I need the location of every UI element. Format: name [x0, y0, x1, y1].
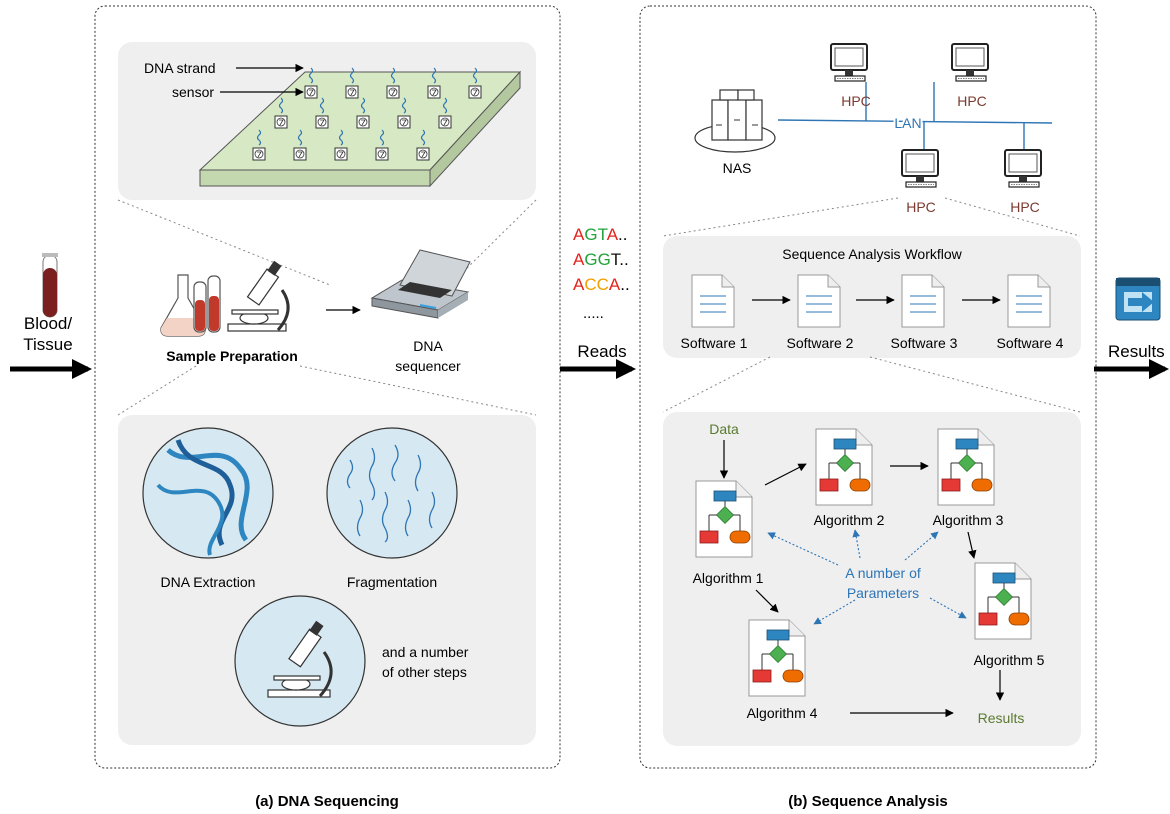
read-line: ACCA.. — [573, 275, 630, 294]
zoom-line — [117, 199, 331, 286]
hpc-computer-icon — [901, 149, 939, 188]
algorithm-flow-arrow — [764, 463, 807, 486]
algorithm-icon — [974, 562, 1032, 640]
dna-strand-label: DNA strand — [144, 60, 216, 76]
input-label-line2: Tissue — [23, 335, 72, 354]
hpc-label: HPC — [957, 93, 987, 109]
software-label: Software 2 — [787, 335, 854, 351]
hpc-label: HPC — [841, 93, 871, 109]
data-label: Data — [709, 421, 739, 437]
software-doc-icon — [797, 274, 841, 328]
software-doc-icon — [901, 274, 945, 328]
other-steps-label-1: and a number — [382, 644, 469, 660]
algorithm-label: Algorithm 4 — [747, 705, 818, 721]
software-doc-icon — [1007, 274, 1051, 328]
algorithm-icon — [748, 619, 806, 697]
dna-extraction-label: DNA Extraction — [161, 574, 256, 590]
panel-a-caption: (a) DNA Sequencing — [255, 793, 399, 810]
algorithm-icon — [815, 428, 873, 506]
lan-network-lines — [777, 82, 1053, 150]
workflow-title: Sequence Analysis Workflow — [782, 246, 962, 262]
blood-tube-icon — [42, 253, 58, 318]
parameters-label-1: A number of — [845, 565, 921, 581]
algorithm-label: Algorithm 3 — [933, 512, 1004, 528]
lab-flasks-icon — [160, 274, 221, 337]
zoom-line — [459, 199, 537, 276]
microscope-step-icon — [234, 595, 366, 727]
lan-label: LAN — [894, 115, 921, 131]
hpc-label: HPC — [1010, 199, 1040, 215]
algorithm-label: Algorithm 5 — [974, 652, 1045, 668]
parameters-label-2: Parameters — [847, 585, 919, 601]
zoom-line — [944, 197, 1081, 237]
microscope-icon — [227, 260, 290, 332]
results-export-icon — [1115, 277, 1161, 321]
algorithm-label: Algorithm 2 — [814, 512, 885, 528]
output-results-label: Results — [1108, 342, 1165, 361]
software-doc-icon — [691, 274, 735, 328]
sequencer-label-1: DNA — [413, 338, 443, 354]
sequencer-label-2: sequencer — [395, 358, 461, 374]
zoom-line — [869, 356, 1081, 413]
parameter-arrows — [767, 529, 967, 625]
panel-a-frame — [94, 5, 561, 769]
nas-server-icon — [694, 89, 776, 153]
dna-sequencer-icon — [370, 249, 471, 319]
read-line: AGTA.. — [573, 225, 628, 244]
sample-prep-label: Sample Preparation — [166, 348, 298, 364]
results-inner-label: Results — [978, 710, 1025, 726]
sensor-chip-illustration — [198, 67, 522, 188]
hpc-computer-icon — [951, 43, 989, 82]
hpc-label: HPC — [906, 199, 936, 215]
workflow-panel — [663, 236, 1081, 358]
input-label-line1: Blood/ — [24, 314, 72, 333]
software-label: Software 4 — [997, 335, 1064, 351]
zoom-line — [117, 365, 197, 416]
read-line: AGGT.. — [573, 250, 629, 269]
dna-helix-icon — [142, 427, 274, 559]
software-label: Software 1 — [681, 335, 748, 351]
reads-sequence-list: AGTA.. AGGT.. ACCA.. ..... — [573, 225, 630, 322]
algorithm-icon — [695, 480, 753, 558]
sensor-label: sensor — [172, 84, 214, 100]
fragmentation-icon — [326, 427, 458, 559]
fragmentation-label: Fragmentation — [347, 574, 437, 590]
software-label: Software 3 — [891, 335, 958, 351]
reads-ellipsis: ..... — [583, 305, 604, 322]
nas-label: NAS — [723, 160, 752, 176]
algorithm-label: Algorithm 1 — [693, 570, 764, 586]
algorithm-flow-arrow — [755, 589, 779, 613]
hpc-computer-icon — [830, 43, 868, 82]
zoom-line — [299, 365, 537, 416]
zoom-line — [662, 197, 899, 237]
zoom-line — [662, 356, 771, 413]
hpc-computer-icon — [1004, 149, 1042, 188]
panel-b-frame — [639, 5, 1097, 769]
reads-label: Reads — [577, 342, 626, 361]
algorithm-icon — [937, 428, 995, 506]
other-steps-label-2: of other steps — [382, 664, 467, 680]
algorithm-flow-arrow — [967, 531, 977, 559]
panel-b-caption: (b) Sequence Analysis — [788, 793, 948, 810]
